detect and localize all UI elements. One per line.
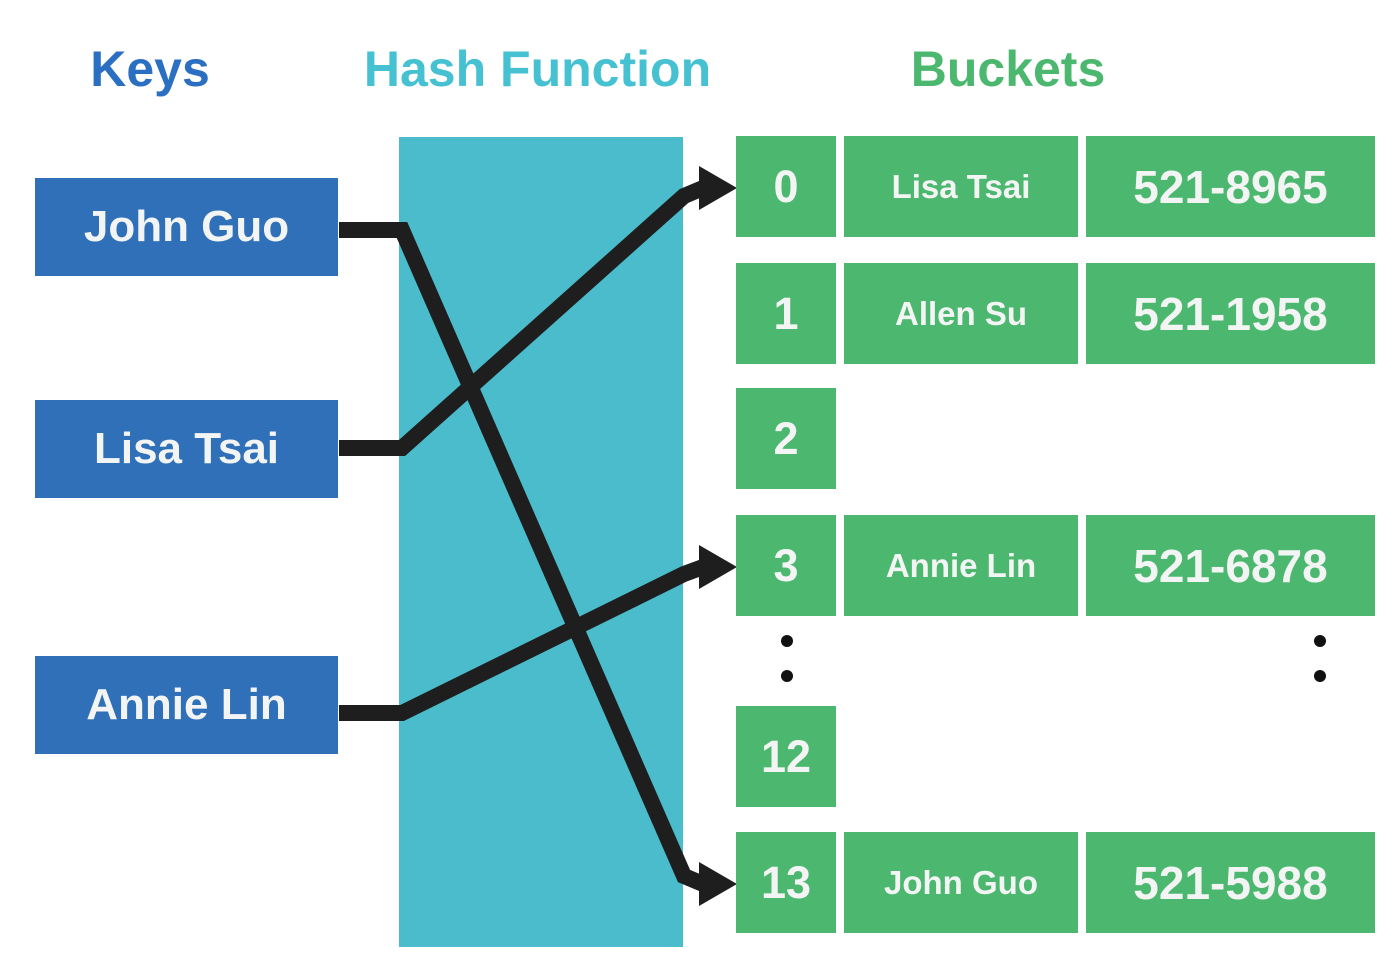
- ellipsis-dot-right: [1314, 670, 1326, 682]
- bucket-name: Annie Lin: [844, 515, 1078, 616]
- hash-function-block: [399, 137, 683, 947]
- hash-function-column-title: Hash Function: [363, 41, 712, 97]
- keys-column-title: Keys: [90, 41, 210, 97]
- bucket-name: Lisa Tsai: [844, 136, 1078, 237]
- bucket-phone: 521-8965: [1086, 136, 1375, 237]
- bucket-index: 12: [736, 706, 836, 807]
- bucket-row-12: 12: [736, 706, 836, 807]
- bucket-row-3: 3 Annie Lin 521-6878: [736, 515, 1375, 616]
- bucket-phone: 521-5988: [1086, 832, 1375, 933]
- ellipsis-dot-left: [781, 670, 793, 682]
- key-box-lisa-tsai: Lisa Tsai: [35, 400, 338, 498]
- ellipsis-dot-left: [781, 635, 793, 647]
- bucket-index: 2: [736, 388, 836, 489]
- key-box-annie-lin: Annie Lin: [35, 656, 338, 754]
- ellipsis-dot-right: [1314, 635, 1326, 647]
- bucket-index: 0: [736, 136, 836, 237]
- bucket-phone: 521-6878: [1086, 515, 1375, 616]
- bucket-row-0: 0 Lisa Tsai 521-8965: [736, 136, 1375, 237]
- key-box-john-guo: John Guo: [35, 178, 338, 276]
- bucket-index: 1: [736, 263, 836, 364]
- buckets-column-title: Buckets: [910, 41, 1106, 97]
- bucket-index: 13: [736, 832, 836, 933]
- bucket-row-2: 2: [736, 388, 836, 489]
- bucket-phone: 521-1958: [1086, 263, 1375, 364]
- bucket-row-13: 13 John Guo 521-5988: [736, 832, 1375, 933]
- bucket-name: Allen Su: [844, 263, 1078, 364]
- bucket-name: John Guo: [844, 832, 1078, 933]
- bucket-row-1: 1 Allen Su 521-1958: [736, 263, 1375, 364]
- bucket-index: 3: [736, 515, 836, 616]
